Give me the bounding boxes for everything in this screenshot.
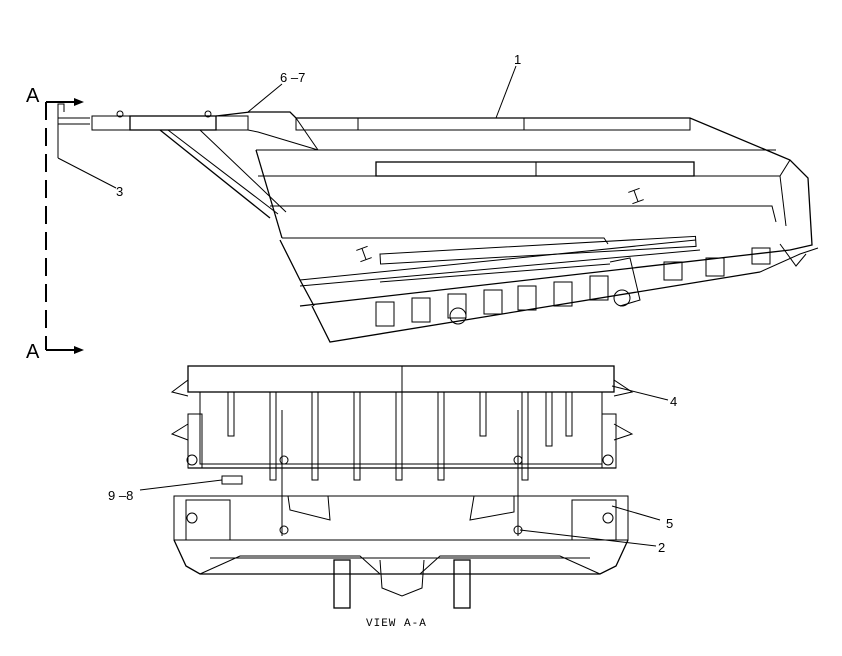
leader-9-8 xyxy=(139,479,223,491)
front-view-assembly xyxy=(170,365,634,609)
section-line-a-a xyxy=(45,98,84,354)
beam-symbol-1 xyxy=(356,245,372,263)
callout-9-8: 9 –8 xyxy=(108,488,133,503)
beam-symbol-2 xyxy=(628,187,644,205)
callout-6-7: 6 –7 xyxy=(280,70,305,85)
callout-3: 3 xyxy=(116,184,123,199)
side-view-assembly xyxy=(57,103,819,343)
section-marker-bottom: A xyxy=(26,341,40,363)
callout-4: 4 xyxy=(670,394,677,409)
bolt-row-side xyxy=(375,243,807,327)
view-caption: VIEW A-A xyxy=(366,618,427,630)
leader-5 xyxy=(611,505,661,521)
section-marker-top: A xyxy=(26,85,40,107)
callout-2: 2 xyxy=(658,540,665,555)
callout-5: 5 xyxy=(666,516,673,531)
leader-1 xyxy=(495,65,517,119)
callout-1: 1 xyxy=(514,52,521,67)
leader-4 xyxy=(611,385,669,401)
leader-2 xyxy=(519,529,657,547)
leader-6-7 xyxy=(247,83,283,113)
leader-3 xyxy=(57,157,117,189)
rod-set xyxy=(227,391,573,481)
